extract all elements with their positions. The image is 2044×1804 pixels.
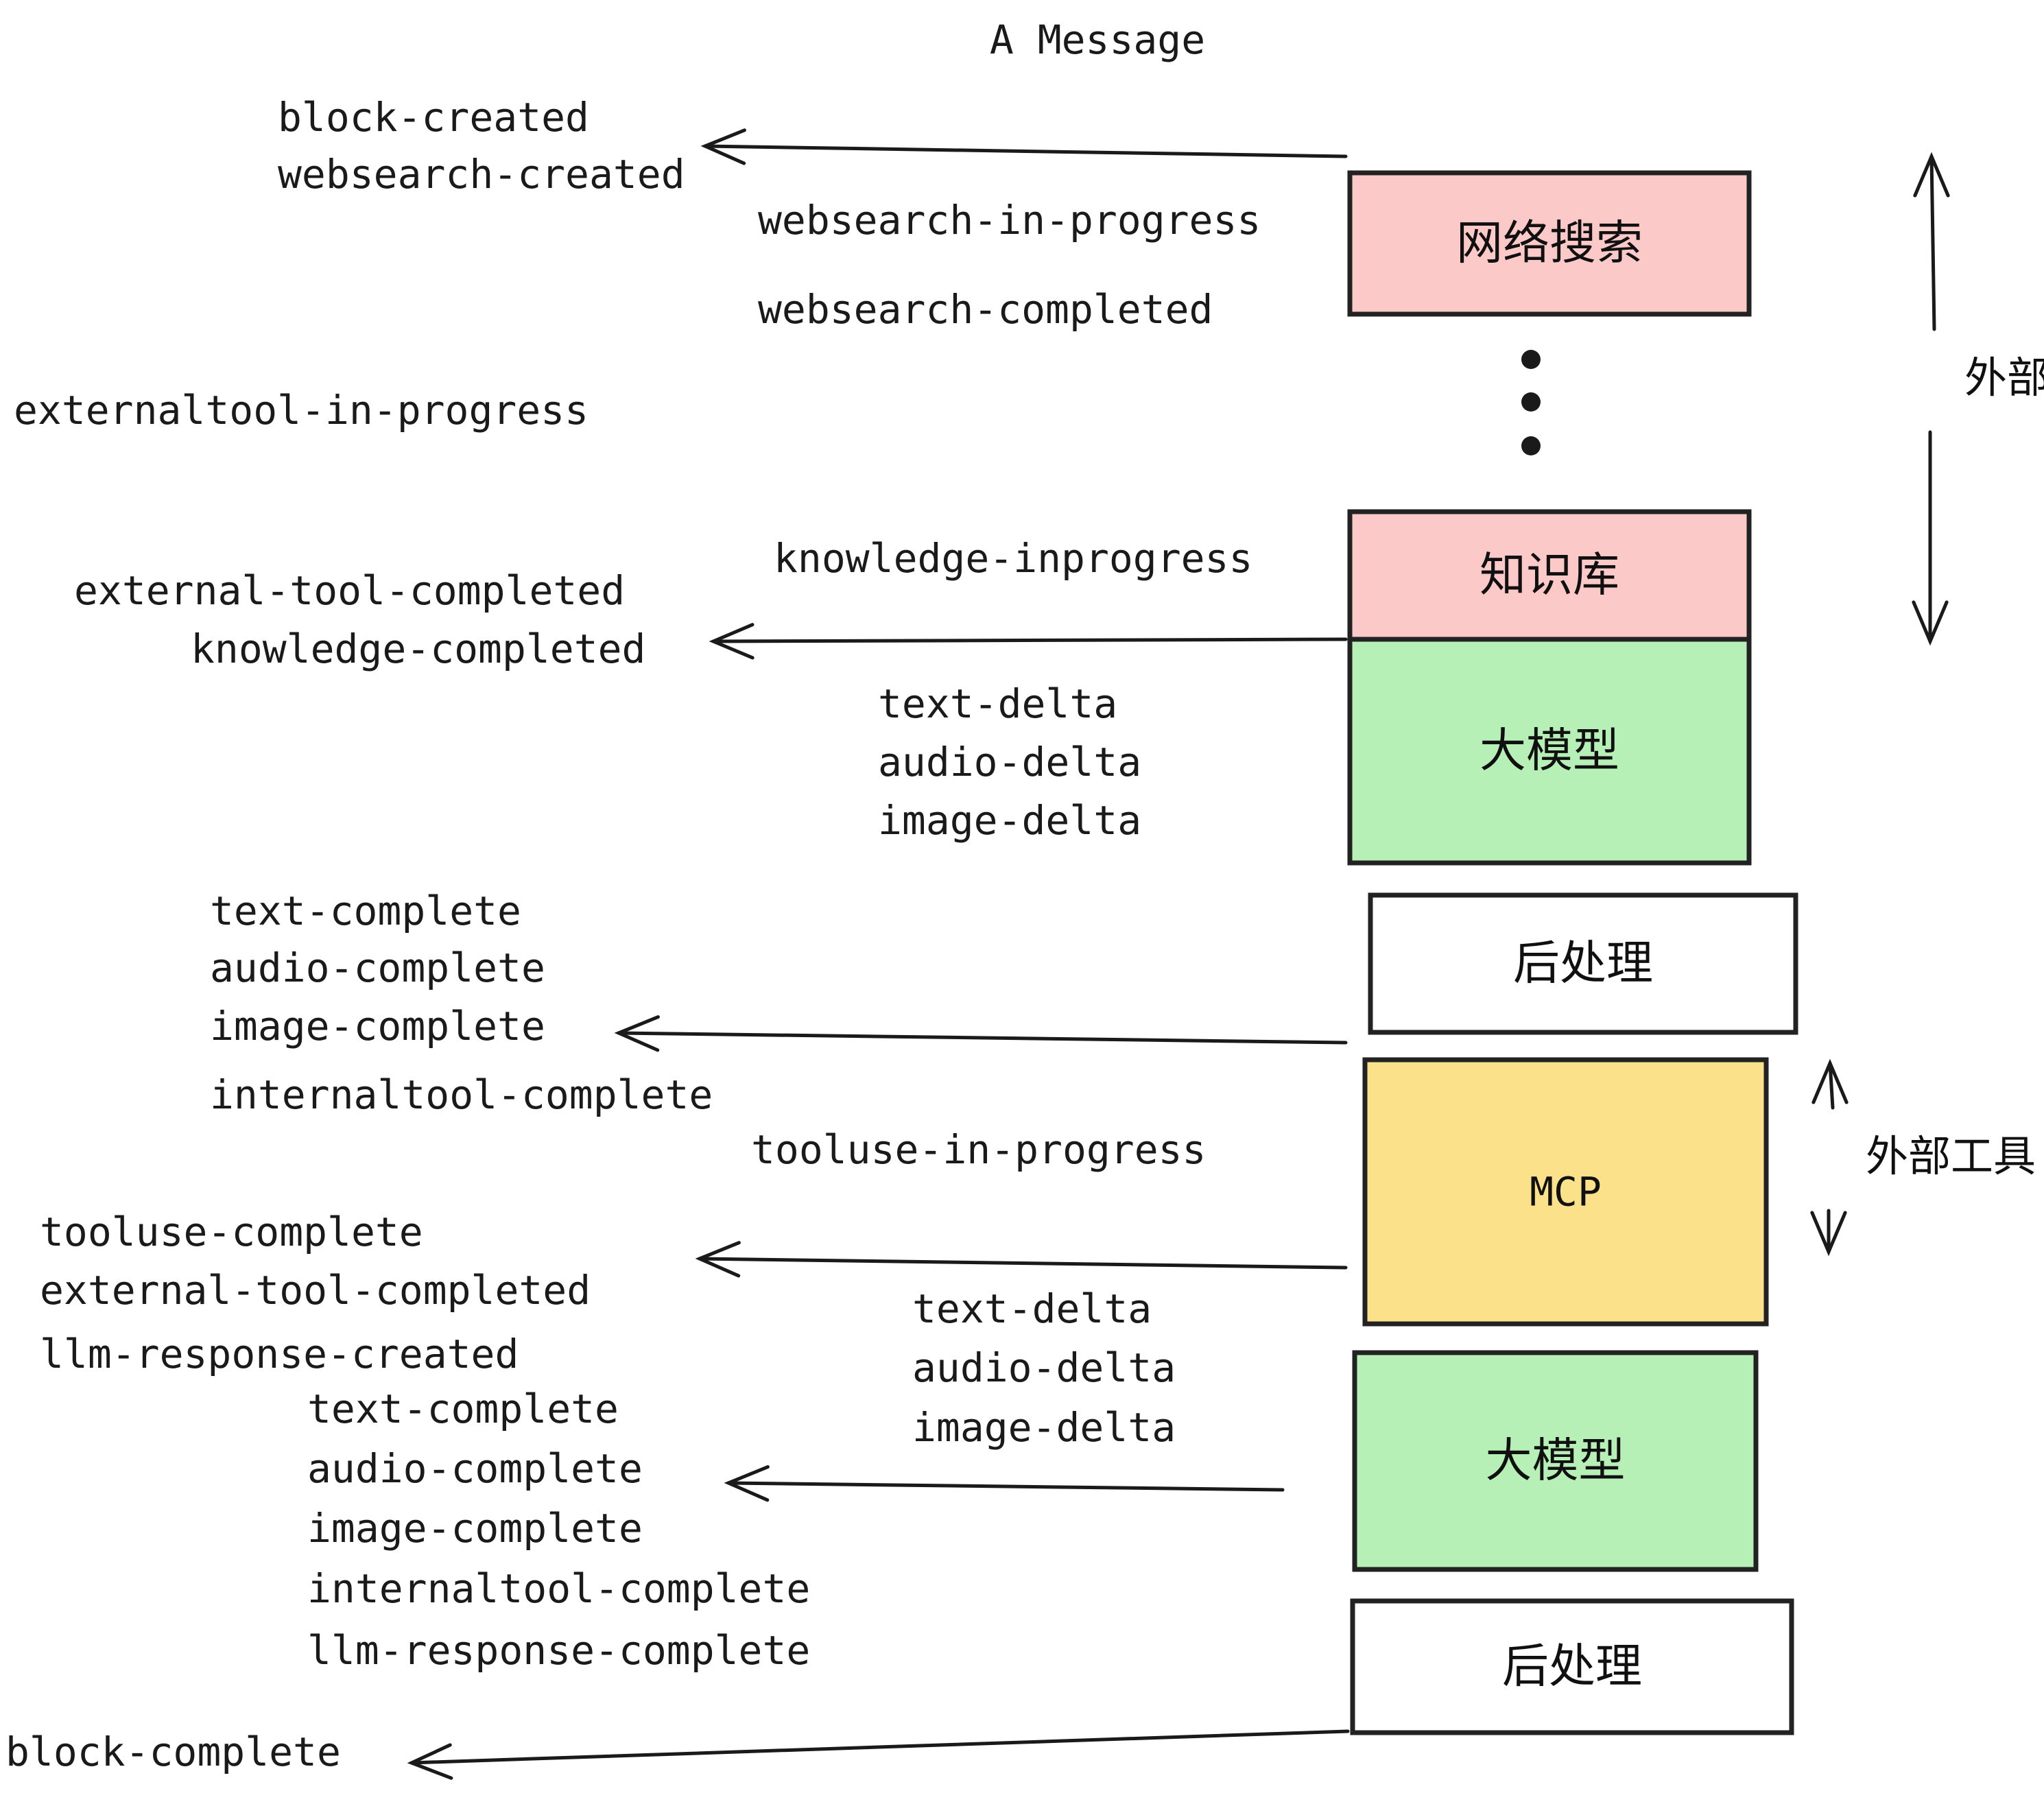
event-label-right-2: knowledge-inprogress (774, 535, 1252, 582)
node-box (1368, 892, 1798, 1035)
knowledge-completed-arrow (709, 623, 1348, 660)
node-mcp[interactable]: MCP (1362, 1057, 1769, 1327)
event-label-left-6: audio-complete (210, 945, 545, 991)
node-box (1347, 637, 1752, 866)
up-arrow-head (1811, 1058, 1849, 1104)
page-title: A Message (990, 16, 1205, 63)
up-arrow-shaft (1929, 154, 1936, 331)
node-label: 大模型 (1485, 1434, 1625, 1488)
event-label-right-6: tooluse-in-progress (751, 1126, 1206, 1173)
node-label: MCP (1530, 1169, 1602, 1215)
node-box (1352, 1350, 1759, 1572)
node-label: 大模型 (1479, 724, 1619, 779)
block-complete-arrow (407, 1729, 1350, 1780)
event-label-right-8: audio-delta (912, 1344, 1176, 1391)
arrow-shaft (617, 1031, 1348, 1045)
node-box (1350, 1598, 1794, 1735)
node-label: 后处理 (1502, 1640, 1642, 1694)
event-label-left-0: block-created (278, 94, 589, 141)
ellipsis-dot-3 (1521, 436, 1541, 455)
node-llm-2[interactable]: 大模型 (1352, 1350, 1759, 1572)
event-label-left-10: external-tool-completed (40, 1267, 591, 1314)
arrow-head (724, 1465, 770, 1502)
arrow-head (614, 1015, 660, 1052)
event-label-right-4: audio-delta (878, 739, 1141, 785)
event-label-left-16: llm-response-complete (307, 1627, 810, 1674)
ellipsis-dots (1521, 350, 1541, 455)
event-label-right-0: websearch-in-progress (758, 197, 1261, 244)
arrow-head (709, 623, 754, 660)
event-label-right-5: image-delta (878, 797, 1141, 844)
event-label-left-14: image-complete (307, 1505, 643, 1552)
node-postproc-1[interactable]: 后处理 (1368, 892, 1798, 1035)
down-arrow-head (1810, 1211, 1847, 1257)
event-label-left-13: audio-complete (307, 1445, 643, 1492)
event-label-left-11: llm-response-created (40, 1331, 519, 1377)
node-box (1347, 170, 1752, 317)
ellipsis-dot-2 (1521, 392, 1541, 412)
ellipsis-dot-1 (1521, 350, 1541, 369)
event-label-right-7: text-delta (912, 1285, 1152, 1332)
event-label-left-5: text-complete (210, 888, 521, 934)
arrow-group (407, 128, 1350, 1780)
tooluse-complete-arrow (695, 1241, 1348, 1278)
image-complete-arrow (614, 1015, 1348, 1052)
up-arrow-shaft (1828, 1061, 1835, 1110)
event-label-left-4: knowledge-completed (191, 626, 645, 672)
event-label-left-1: websearch-created (278, 151, 685, 198)
event-label-right-3: text-delta (878, 680, 1117, 727)
node-label: 网络搜索 (1456, 217, 1643, 271)
event-label-left-12: text-complete (307, 1386, 619, 1432)
arrow-head (407, 1743, 453, 1780)
event-label-right-1: websearch-completed (758, 286, 1213, 333)
audio-complete-arrow (724, 1465, 1285, 1502)
up-arrow-head (1913, 152, 1950, 198)
side-annotation-label: 外部工具 (1866, 1131, 2036, 1181)
event-label-left-8: internaltool-complete (210, 1071, 713, 1118)
block-created-arrow (700, 128, 1348, 165)
arrow-shaft (698, 1257, 1348, 1270)
node-websearch[interactable]: 网络搜索 (1347, 170, 1752, 317)
node-box (1347, 509, 1752, 642)
arrow-shaft (409, 1729, 1350, 1765)
node-knowledge[interactable]: 知识库 (1347, 509, 1752, 642)
node-box (1362, 1057, 1769, 1327)
event-label-right-9: image-delta (912, 1404, 1176, 1451)
event-label-left-17: block-complete (5, 1729, 341, 1775)
side-annotation-group: 外部工具外部工具 (1810, 152, 2044, 1257)
node-llm-1[interactable]: 大模型 (1347, 637, 1752, 866)
event-label-left-9: tooluse-complete (40, 1209, 423, 1255)
down-arrow-head (1912, 600, 1949, 646)
event-labels-left: block-created websearch-created externalto… (5, 94, 810, 1775)
arrow-head (695, 1241, 741, 1278)
external-tool-bottom: 外部工具 (1810, 1058, 2036, 1257)
arrow-shaft (711, 637, 1348, 643)
arrow-shaft (703, 144, 1348, 158)
event-labels-right: websearch-in-progress websearch-completed… (751, 197, 1261, 1451)
node-label: 知识库 (1479, 549, 1619, 603)
event-label-left-2: externaltool-in-progress (14, 387, 589, 434)
event-label-left-7: image-complete (210, 1003, 545, 1049)
external-tool-top: 外部工具 (1912, 152, 2044, 646)
arrow-head (700, 128, 746, 165)
event-label-left-15: internaltool-complete (307, 1565, 810, 1612)
node-label: 后处理 (1513, 937, 1653, 991)
side-annotation-label: 外部工具 (1964, 353, 2044, 403)
node-postproc-2[interactable]: 后处理 (1350, 1598, 1794, 1735)
arrow-shaft (726, 1481, 1285, 1492)
event-label-left-3: external-tool-completed (74, 567, 625, 614)
